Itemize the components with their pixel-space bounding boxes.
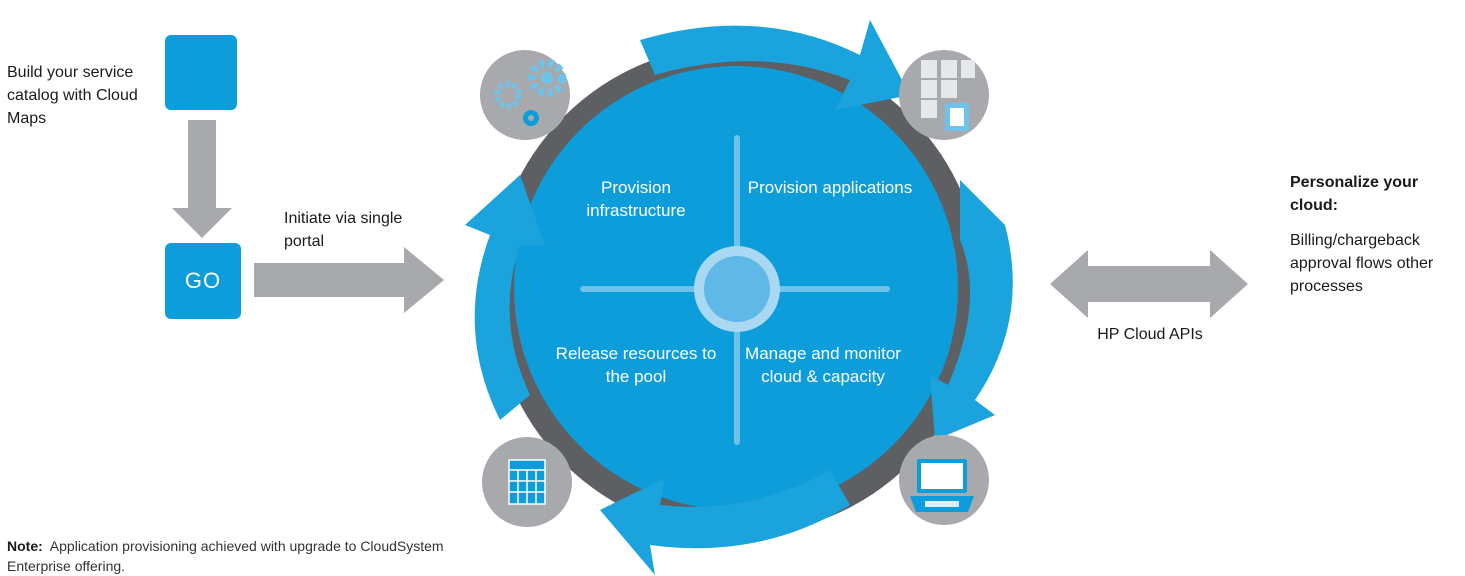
calendar-grid-icon [482,437,572,527]
catalog-caption: Build your service catalog with Cloud Ma… [7,64,138,127]
cycle-arrows [465,20,1013,575]
apis-label: HP Cloud APIs [1097,326,1203,343]
personalize-title: Personalize your cloud: [1290,174,1419,214]
footnote: Note: Application provisioning achieved … [7,536,477,576]
personalize-panel: Personalize your cloud: Billing/chargeba… [1290,171,1460,298]
down-arrow [172,120,232,238]
go-button[interactable]: GO [165,243,241,319]
portal-arrow [254,247,444,313]
quadrant-release-resources: Release resources to the pool [555,344,717,386]
gears-icon [480,50,570,140]
note-text: Application provisioning achieved with u… [7,538,444,574]
documents-icon [899,50,989,140]
catalog-box [165,35,237,110]
quadrant-provision-applications: Provision applications [747,178,913,197]
personalize-lines: Billing/chargeback approval flows other … [1290,232,1434,295]
note-label: Note: [7,538,43,554]
quadrant-manage-monitor: Manage and monitor cloud & capacity [745,344,901,386]
center-hub [704,256,770,322]
api-double-arrow [1050,250,1248,318]
quadrant-provision-infrastructure: Provision infrastructure [586,178,686,220]
portal-caption: Initiate via single portal [284,210,403,250]
laptop-icon [899,435,989,525]
